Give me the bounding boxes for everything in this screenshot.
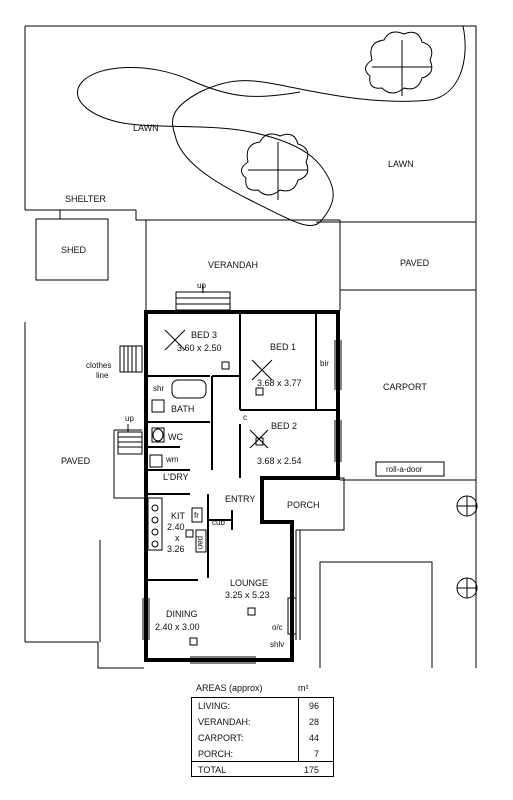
roll-a-door-label: roll-a-door	[386, 465, 423, 474]
shed-label: SHED	[61, 245, 87, 255]
steps-top	[175, 291, 231, 311]
areas-row-porch: PORCH: 7	[192, 746, 333, 762]
roll-a-door	[375, 461, 445, 477]
porch-outline	[262, 477, 345, 531]
entry-label: ENTRY	[225, 494, 255, 504]
areas-key: CARPORT:	[198, 733, 244, 743]
light-point	[221, 361, 230, 370]
carport-label: CARPORT	[383, 382, 427, 392]
laundry-label: L'DRY	[163, 472, 189, 482]
wc-label: WC	[168, 432, 183, 442]
areas-row-total: TOTAL 175	[192, 761, 333, 778]
kit-label: KIT	[171, 511, 186, 521]
areas-row-verandah: VERANDAH: 28	[192, 714, 333, 730]
bed3-dim: 3.60 x 2.50	[177, 343, 222, 353]
areas-row-living: LIVING: 96	[192, 698, 333, 714]
areas-unit: m²	[298, 683, 309, 693]
clothes-line-label-1: clothes	[86, 361, 111, 370]
tree-right-2-icon	[456, 577, 478, 599]
bed2-name: BED 2	[271, 421, 297, 431]
bath-tub	[171, 379, 207, 399]
steps-left	[119, 345, 143, 373]
ceiling-fan-bed3-icon	[164, 329, 186, 351]
bed1-dim: 3.68 x 3.77	[257, 378, 302, 388]
oc-label: o/c	[272, 623, 283, 632]
tree-right-1-icon	[456, 495, 478, 517]
areas-total-value: 175	[303, 765, 319, 775]
shelter-label: SHELTER	[65, 194, 106, 204]
bed3-name: BED 3	[191, 330, 217, 340]
up-top-label: up	[197, 281, 206, 290]
areas-value: 7	[313, 749, 319, 759]
shr-label: shr	[153, 384, 164, 393]
c-label: c	[243, 413, 247, 422]
lawn-right-label: LAWN	[388, 159, 414, 169]
clothes-line-label-2: line	[96, 371, 109, 380]
paved-left-label: PAVED	[61, 456, 91, 466]
kit-dim-2: 3.26	[167, 544, 185, 554]
lounge-name: LOUNGE	[230, 578, 268, 588]
bath-label: BATH	[171, 404, 194, 414]
porch-label: PORCH	[287, 500, 320, 510]
verandah-outline	[135, 210, 147, 310]
wm-label: wm	[165, 455, 179, 464]
dining-name: DINING	[166, 609, 198, 619]
areas-key: LIVING:	[198, 701, 231, 711]
paved-top-label: PAVED	[400, 258, 430, 268]
up-side-label: up	[125, 414, 134, 423]
house-outer-wall	[144, 310, 340, 524]
lawn-left-label: LAWN	[133, 123, 159, 133]
areas-row-carport: CARPORT: 44	[192, 730, 333, 746]
pan-label: pan	[196, 536, 205, 549]
areas-table: LIVING: 96 VERANDAH: 28 CARPORT: 44 PORC…	[191, 697, 334, 777]
shlv-label: shlv	[270, 640, 284, 649]
shed	[35, 218, 109, 281]
areas-key: VERANDAH:	[198, 717, 251, 727]
tree-middle-icon	[241, 133, 309, 200]
lounge-dim: 3.25 x 5.23	[225, 590, 270, 600]
areas-value: 44	[308, 733, 319, 743]
site-boundary	[25, 25, 477, 668]
site-boundary-bottom	[25, 641, 144, 669]
bed2-dim: 3.68 x 2.54	[257, 456, 302, 466]
ceiling-fan-bed1-icon	[251, 359, 273, 381]
areas-title: AREAS (approx)	[196, 683, 263, 693]
cub-label: cub	[212, 518, 225, 527]
bed1-name: BED 1	[270, 342, 296, 352]
fr-label: fr	[194, 511, 199, 520]
areas-value: 96	[308, 701, 319, 711]
areas-divider	[298, 698, 299, 762]
bir-label: bir	[320, 359, 329, 368]
areas-total-key: TOTAL	[198, 765, 227, 775]
kit-dim-1: 2.40	[167, 522, 185, 532]
ceiling-fan-bed2-icon	[249, 429, 269, 449]
tree-top-right-icon	[365, 31, 433, 96]
areas-key: PORCH:	[198, 749, 234, 759]
areas-value: 28	[308, 717, 319, 727]
verandah-label: VERANDAH	[208, 260, 258, 270]
kit-dim-x: x	[175, 533, 180, 543]
dining-dim: 2.40 x 3.00	[155, 622, 200, 632]
